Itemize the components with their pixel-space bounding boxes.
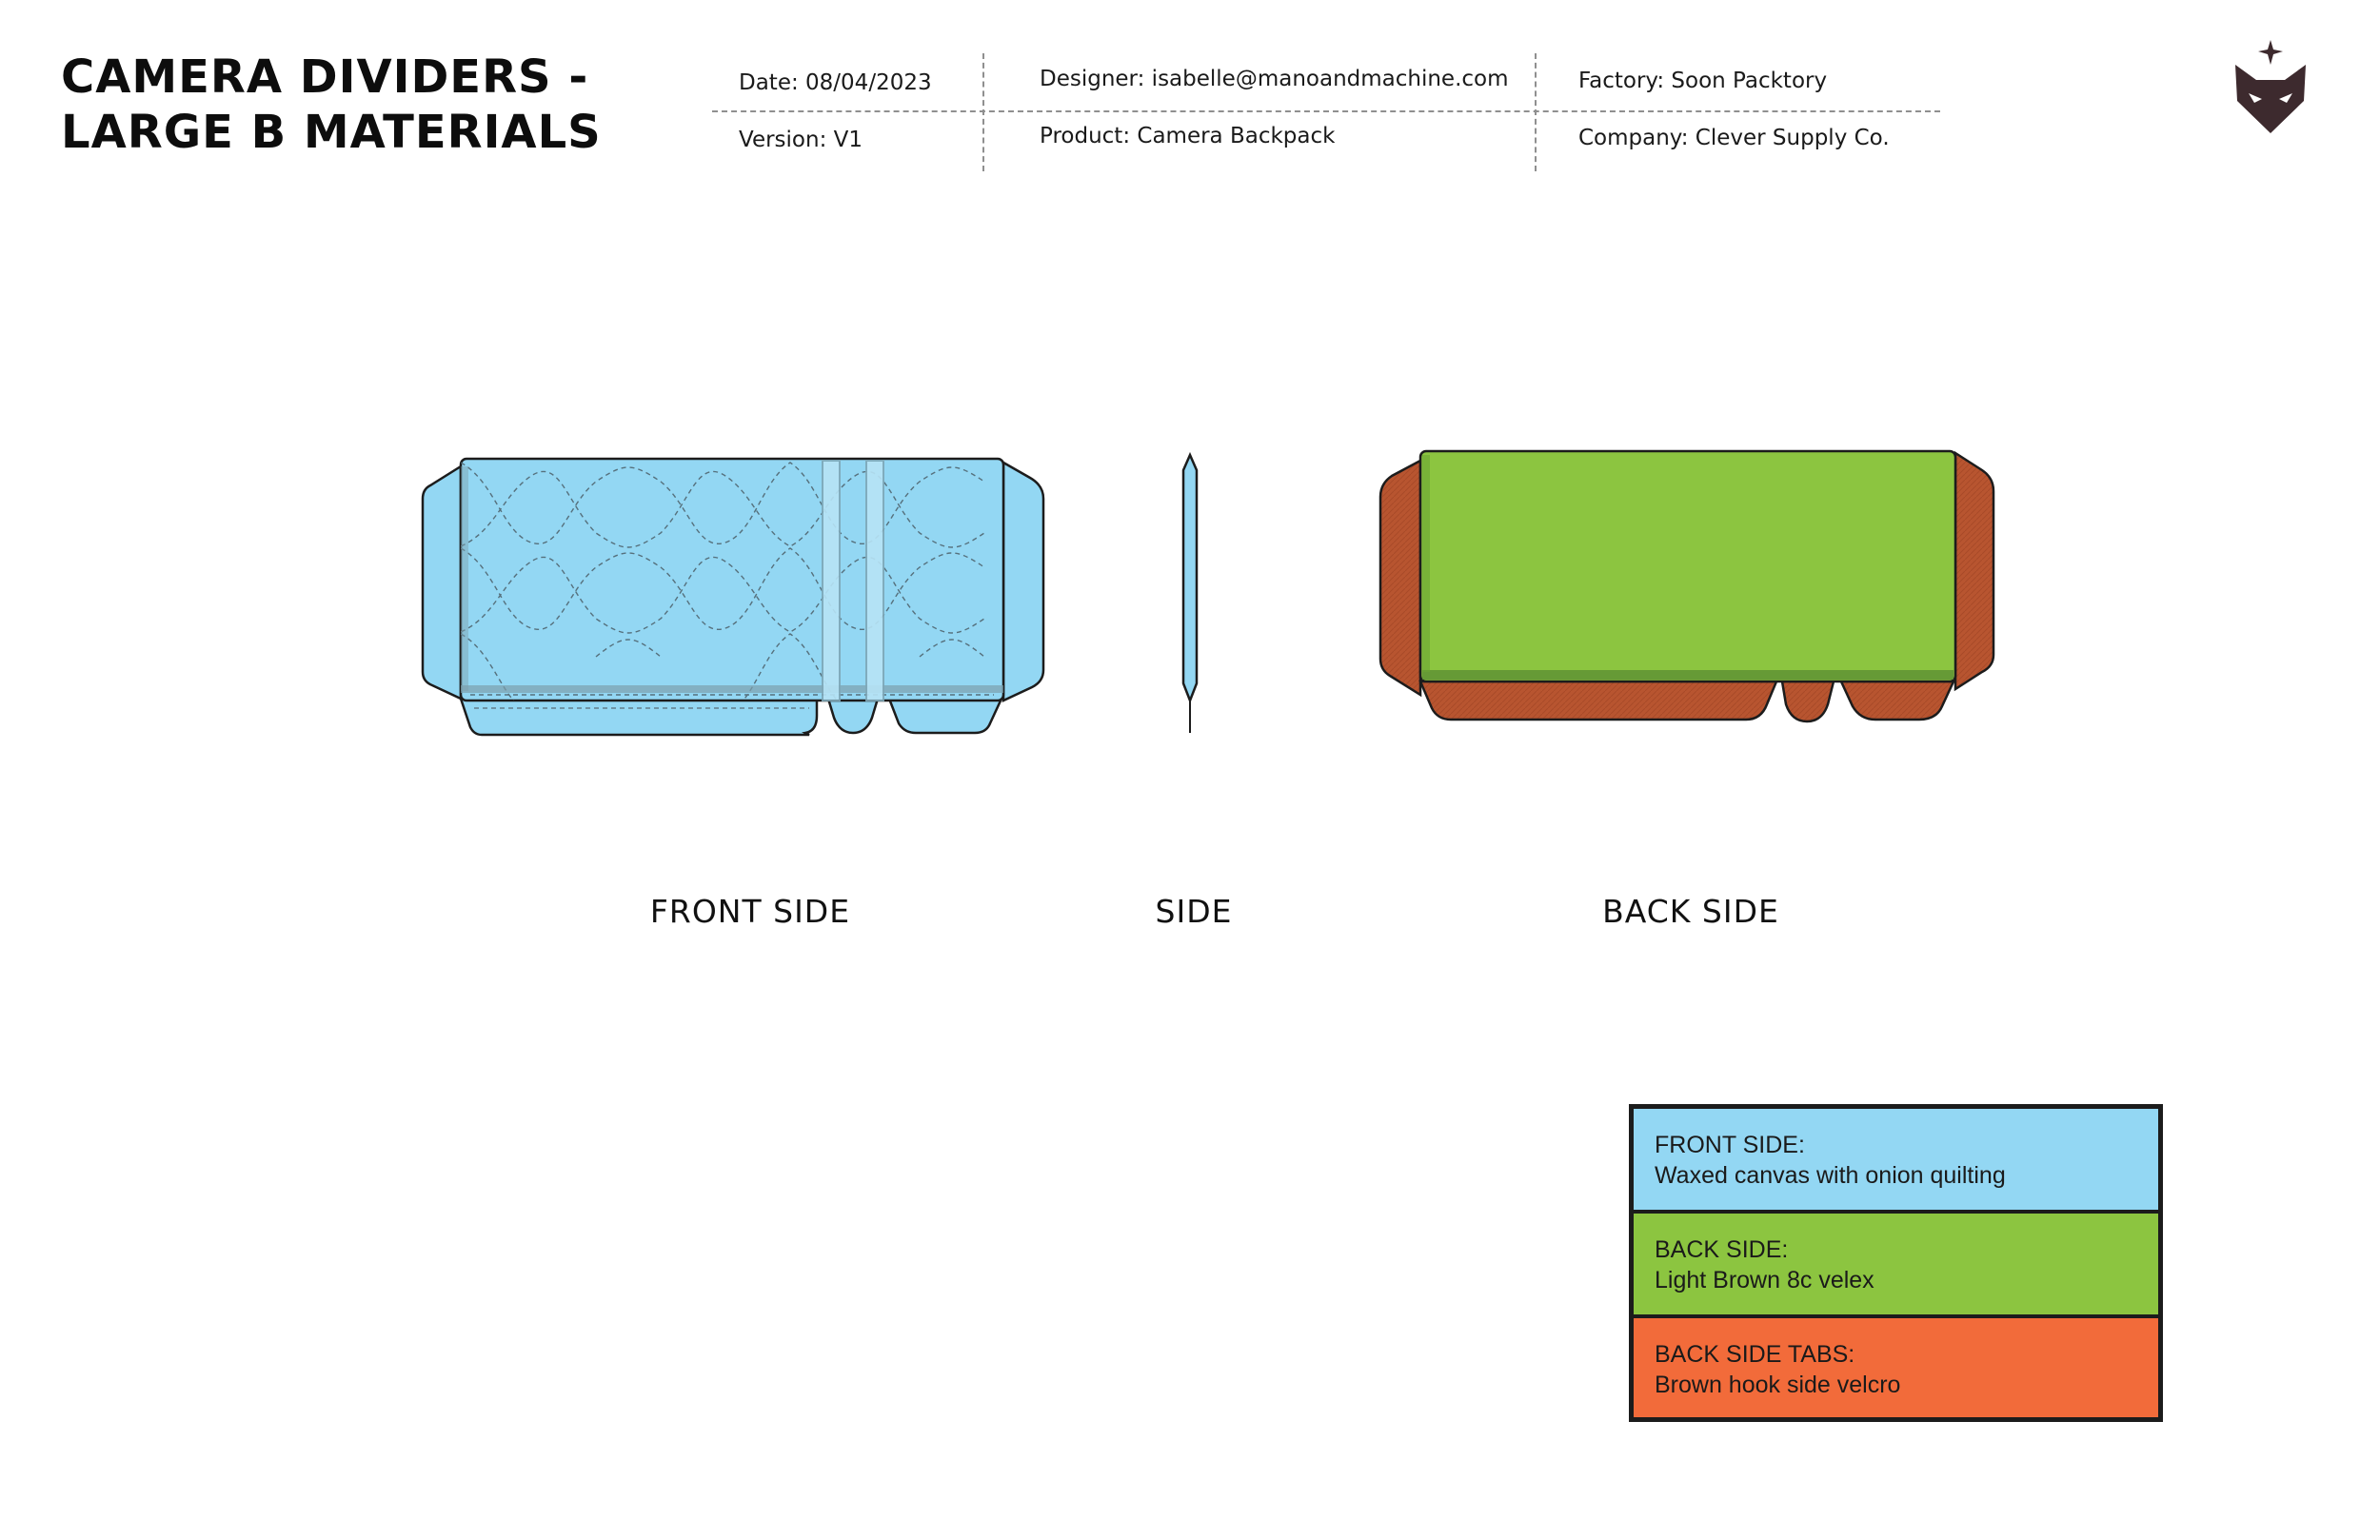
version-field: Version: V1	[739, 128, 863, 152]
info-divider-vertical-2	[1535, 53, 1537, 171]
legend-desc: Brown hook side velcro	[1655, 1372, 1901, 1398]
front-left-flap	[421, 464, 463, 701]
info-divider-vertical-1	[982, 53, 984, 171]
back-side-drawing	[1378, 449, 1995, 723]
back-right-tab	[1954, 450, 1995, 692]
spec-info-grid: Date: 08/04/2023 Version: V1 Designer: i…	[712, 53, 1940, 171]
legend-row-back-side-tabs: BACK SIDE TABS: Brown hook side velcro	[1634, 1318, 2158, 1417]
title-line-1: CAMERA DIVIDERS -	[61, 50, 589, 104]
front-strap-1	[822, 460, 841, 701]
back-bottom-tab-right	[1839, 680, 1955, 721]
back-bottom-tab-left	[1418, 680, 1778, 721]
front-right-flap	[1002, 460, 1045, 702]
front-side-drawing	[421, 457, 1045, 737]
legend-row-front-side: FRONT SIDE: Waxed canvas with onion quil…	[1634, 1109, 2158, 1214]
side-view-drawing	[1181, 451, 1199, 733]
materials-legend: FRONT SIDE: Waxed canvas with onion quil…	[1629, 1104, 2163, 1422]
front-strap-2	[865, 460, 884, 701]
front-bottom-tab-notch	[826, 697, 880, 735]
front-bottom-tab-left	[459, 697, 819, 737]
back-side-label: BACK SIDE	[1602, 893, 1779, 930]
company-field: Company: Clever Supply Co.	[1578, 126, 1890, 150]
page-title: CAMERA DIVIDERS - LARGE B MATERIALS	[61, 49, 602, 160]
designer-field: Designer: isabelle@manoandmachine.com	[1040, 67, 1509, 91]
title-line-2: LARGE B MATERIALS	[61, 106, 602, 159]
legend-desc: Waxed canvas with onion quilting	[1655, 1162, 2006, 1189]
fox-head-star-icon	[2228, 40, 2313, 135]
back-left-tab	[1378, 458, 1422, 698]
legend-title: FRONT SIDE:	[1655, 1132, 1805, 1158]
product-field: Product: Camera Backpack	[1040, 124, 1336, 148]
legend-title: BACK SIDE TABS:	[1655, 1341, 1855, 1368]
front-main-panel	[459, 457, 1005, 702]
factory-field: Factory: Soon Packtory	[1578, 69, 1828, 93]
front-side-label: FRONT SIDE	[649, 893, 851, 930]
onion-quilting-pattern	[461, 462, 994, 701]
back-bottom-tab-notch	[1780, 680, 1835, 723]
legend-title: BACK SIDE:	[1655, 1236, 1789, 1263]
back-main-panel	[1418, 449, 1957, 683]
date-field: Date: 08/04/2023	[739, 70, 932, 95]
legend-row-back-side: BACK SIDE: Light Brown 8c velex	[1634, 1214, 2158, 1318]
front-bottom-tab-right	[887, 697, 1003, 735]
legend-desc: Light Brown 8c velex	[1655, 1267, 1874, 1293]
side-label: SIDE	[1155, 893, 1233, 930]
info-divider-horizontal	[712, 110, 1940, 112]
